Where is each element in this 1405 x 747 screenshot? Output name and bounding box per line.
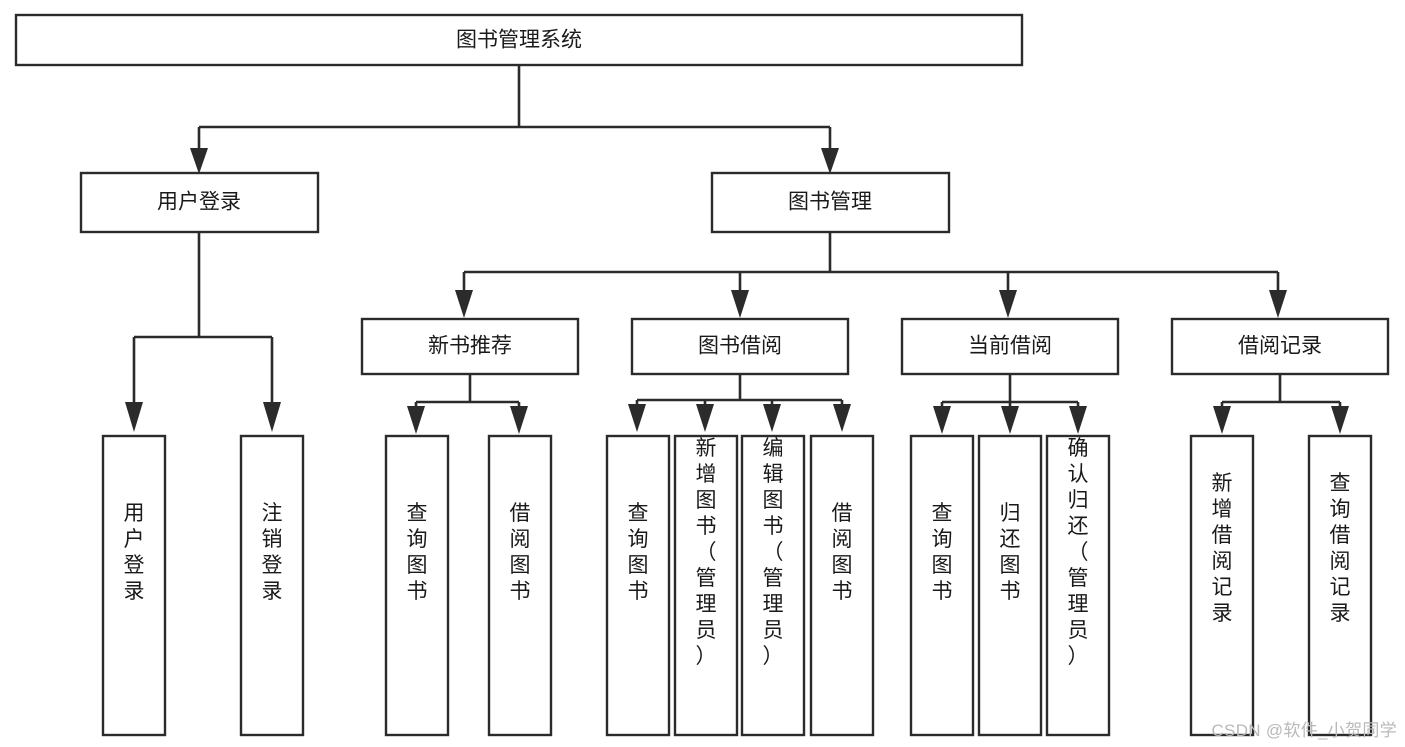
node-current-borrow-box[interactable] xyxy=(900,317,1120,376)
node-leaf-logout[interactable]: 注销登录 xyxy=(239,434,305,737)
node-leaf-query-book-2-box[interactable] xyxy=(605,434,671,737)
arrow-head-leaf-borrow-book-2 xyxy=(833,404,851,432)
node-leaf-query-book-3[interactable]: 查询图书 xyxy=(909,434,975,737)
node-leaf-add-book[interactable]: 新增图书（管理员） xyxy=(673,434,739,737)
node-book-borrow-label: 图书借阅 xyxy=(698,335,782,358)
arrow-head-leaf-return-book xyxy=(1001,406,1019,434)
arrow-head-new-book-recommend xyxy=(455,290,473,318)
arrow-head-leaf-query-book-2 xyxy=(628,404,646,432)
node-leaf-borrow-book-1-label: 借阅图书 xyxy=(510,502,531,603)
node-new-book-recommend-box[interactable] xyxy=(360,317,580,376)
node-leaf-query-book-3-box[interactable] xyxy=(909,434,975,737)
arrow-head-book-management xyxy=(821,148,839,174)
node-leaf-return-book-box[interactable] xyxy=(977,434,1043,737)
arrow-head-leaf-query-book-3 xyxy=(933,406,951,434)
node-leaf-borrow-book-2-label: 借阅图书 xyxy=(832,502,853,603)
arrow-head-leaf-user-login xyxy=(125,402,143,432)
node-leaf-user-login[interactable]: 用户登录 xyxy=(101,434,167,737)
node-leaf-query-record[interactable]: 查询借阅记录 xyxy=(1307,434,1373,737)
arrow-head-current-borrow xyxy=(999,290,1017,318)
node-leaf-query-record-box[interactable] xyxy=(1307,434,1373,737)
node-leaf-borrow-book-2-box[interactable] xyxy=(809,434,875,737)
node-leaf-query-book-1-box[interactable] xyxy=(384,434,450,737)
node-user-login-label: 用户登录 xyxy=(157,191,241,214)
node-book-borrow[interactable]: 图书借阅 xyxy=(630,317,850,376)
node-leaf-edit-book-label: 编辑图书（管理员） xyxy=(763,437,784,668)
node-leaf-query-book-1-label: 查询图书 xyxy=(407,502,428,603)
node-leaf-query-book-2[interactable]: 查询图书 xyxy=(605,434,671,737)
node-book-management-label: 图书管理 xyxy=(788,191,872,214)
node-leaf-add-record-box[interactable] xyxy=(1189,434,1255,737)
node-root[interactable]: 图书管理系统 xyxy=(14,13,1024,67)
node-leaf-borrow-book-2[interactable]: 借阅图书 xyxy=(809,434,875,737)
node-leaf-query-book-3-label: 查询图书 xyxy=(932,502,953,603)
node-leaf-add-record-label: 新增借阅记录 xyxy=(1212,472,1233,625)
node-leaf-confirm-return-label: 确认归还（管理员） xyxy=(1068,437,1089,668)
node-new-book-recommend[interactable]: 新书推荐 xyxy=(360,317,580,376)
arrow-head-leaf-logout xyxy=(263,402,281,432)
node-book-management[interactable]: 图书管理 xyxy=(710,171,951,234)
arrow-head-leaf-borrow-book-1 xyxy=(510,406,528,434)
node-leaf-return-book[interactable]: 归还图书 xyxy=(977,434,1043,737)
node-user-login[interactable]: 用户登录 xyxy=(79,171,320,234)
arrow-head-user-login xyxy=(190,148,208,174)
node-leaf-logout-box[interactable] xyxy=(239,434,305,737)
node-borrow-records[interactable]: 借阅记录 xyxy=(1170,317,1390,376)
node-leaf-edit-book[interactable]: 编辑图书（管理员） xyxy=(740,434,806,737)
node-leaf-edit-book-box[interactable] xyxy=(740,434,806,737)
node-leaf-user-login-label: 用户登录 xyxy=(124,502,145,603)
node-leaf-query-book-2-label: 查询图书 xyxy=(628,502,649,603)
node-leaf-query-book-1[interactable]: 查询图书 xyxy=(384,434,450,737)
node-leaf-return-book-label: 归还图书 xyxy=(1000,502,1021,603)
arrow-head-leaf-add-book xyxy=(696,404,714,432)
node-leaf-add-book-label: 新增图书（管理员） xyxy=(696,437,717,668)
node-leaf-add-book-box[interactable] xyxy=(673,434,739,737)
arrow-head-leaf-add-record xyxy=(1213,406,1231,434)
node-leaf-logout-label: 注销登录 xyxy=(262,502,283,603)
arrow-head-leaf-edit-book xyxy=(763,404,781,432)
node-new-book-recommend-label: 新书推荐 xyxy=(428,335,512,358)
node-book-management-box[interactable] xyxy=(710,171,951,234)
arrow-head-leaf-confirm-return xyxy=(1069,406,1087,434)
node-current-borrow-label: 当前借阅 xyxy=(968,335,1052,358)
arrow-head-leaf-query-record xyxy=(1331,406,1349,434)
node-leaf-user-login-box[interactable] xyxy=(101,434,167,737)
node-root-label: 图书管理系统 xyxy=(456,29,582,52)
node-leaf-borrow-book-1[interactable]: 借阅图书 xyxy=(487,434,553,737)
node-borrow-records-label: 借阅记录 xyxy=(1238,335,1322,358)
node-leaf-add-record[interactable]: 新增借阅记录 xyxy=(1189,434,1255,737)
node-leaf-confirm-return[interactable]: 确认归还（管理员） xyxy=(1045,434,1111,737)
node-leaf-borrow-book-1-box[interactable] xyxy=(487,434,553,737)
arrow-head-book-borrow xyxy=(731,290,749,318)
node-leaf-query-record-label: 查询借阅记录 xyxy=(1330,472,1351,625)
arrow-head-leaf-query-book-1 xyxy=(407,406,425,434)
node-leaf-confirm-return-box[interactable] xyxy=(1045,434,1111,737)
connector-layer xyxy=(125,65,1349,434)
node-borrow-records-box[interactable] xyxy=(1170,317,1390,376)
arrow-head-borrow-records xyxy=(1269,290,1287,318)
node-root-box[interactable] xyxy=(14,13,1024,67)
node-book-borrow-box[interactable] xyxy=(630,317,850,376)
node-user-login-box[interactable] xyxy=(79,171,320,234)
node-current-borrow[interactable]: 当前借阅 xyxy=(900,317,1120,376)
